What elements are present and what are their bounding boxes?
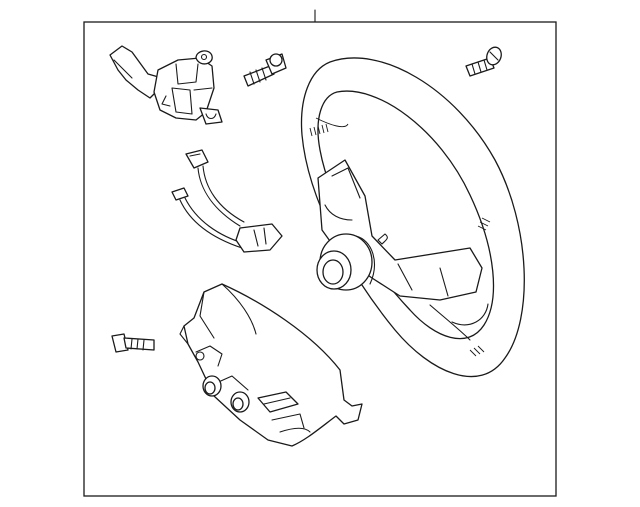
wire-harness: [171, 149, 283, 253]
steering-hub: [316, 233, 375, 291]
airbag-module: [179, 283, 363, 447]
steering-wheel: [300, 57, 525, 378]
diagram-frame: [83, 9, 557, 497]
switch-assembly: [109, 45, 223, 125]
screw-upper-right: [465, 46, 502, 77]
mount-bolt: [243, 53, 287, 87]
screw-lower-left: [111, 333, 155, 353]
